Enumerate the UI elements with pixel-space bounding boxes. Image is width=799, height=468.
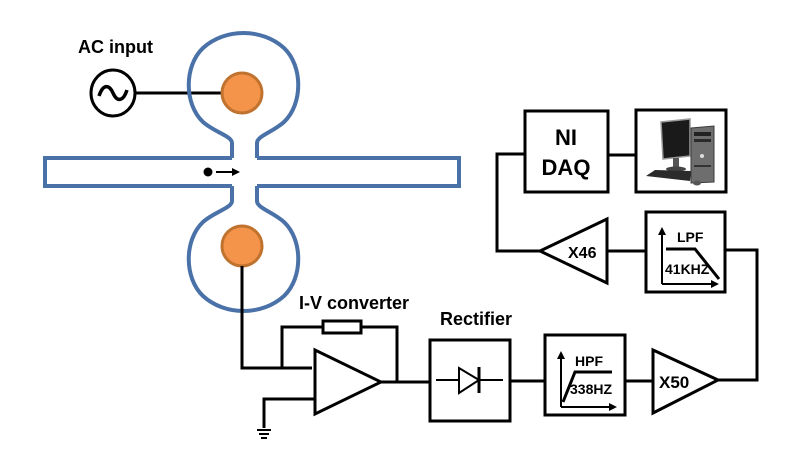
amp1-gain-label: X50	[659, 373, 689, 392]
amp2-gain-label: X46	[568, 245, 597, 262]
daq-label-line1: NI	[555, 125, 577, 150]
rectifier	[428, 338, 512, 423]
diode-icon	[436, 366, 503, 395]
ac-source-icon	[89, 68, 137, 118]
lpf-title: LPF	[677, 229, 704, 245]
amplifier-x46-icon	[536, 216, 609, 286]
daq-box	[523, 109, 610, 194]
high-pass-filter: HPF 338HZ	[543, 333, 627, 417]
ni-daq: NI DAQ	[523, 109, 610, 194]
opamp-icon	[313, 347, 385, 417]
lpf-cutoff: 41KHZ	[665, 261, 710, 277]
lpf-box	[644, 210, 727, 294]
lpf-response-icon	[658, 227, 721, 288]
amp2-to-daq-wire	[495, 152, 540, 253]
ac-input-label: AC input	[78, 37, 153, 57]
rectifier-label: Rectifier	[440, 309, 512, 329]
feedback-resistor-icon	[321, 319, 363, 335]
channel-right	[257, 156, 461, 188]
upper-chamber	[186, 31, 301, 158]
particle-dot	[203, 167, 213, 177]
amplifier-x50: X50	[651, 347, 722, 416]
iv-converter	[257, 319, 399, 439]
microfluidic-channel	[43, 31, 461, 313]
iv-converter-label: I-V converter	[299, 293, 409, 313]
ground-icon	[257, 429, 271, 439]
amplifier-x50-icon	[651, 347, 722, 416]
low-pass-filter: LPF 41KHZ	[644, 210, 727, 294]
hpf-title: HPF	[575, 353, 603, 369]
hpf-box	[543, 333, 627, 417]
amp1-to-lpf-wire	[718, 248, 759, 382]
lower-electrode	[220, 224, 264, 268]
amplifier-x46: X46	[536, 216, 609, 286]
desktop-computer-icon	[646, 118, 715, 186]
daq-label-line2: DAQ	[542, 155, 591, 180]
computer	[634, 108, 728, 194]
hpf-cutoff: 338HZ	[570, 381, 612, 397]
ground-wire	[262, 397, 315, 428]
upper-electrode	[220, 71, 264, 115]
hpf-response-icon	[557, 351, 617, 411]
feedback-wire-left	[280, 325, 323, 368]
feedback-wire-right	[361, 325, 399, 381]
electrode-to-iv-wire	[240, 266, 312, 370]
channel-left	[43, 156, 232, 188]
